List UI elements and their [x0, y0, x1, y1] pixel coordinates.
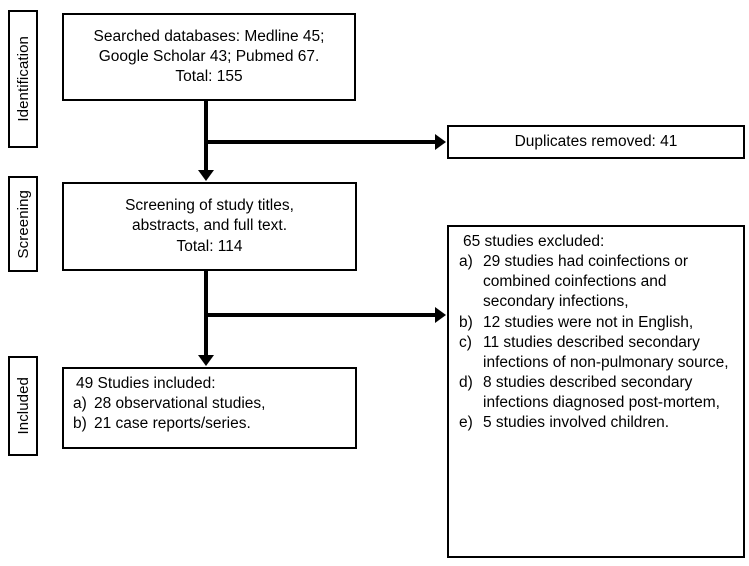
arrow-down-icon	[198, 355, 214, 366]
list-item-text: 28 observational studies,	[94, 395, 266, 413]
list-item: d) 8 studies described secondary infecti…	[449, 373, 743, 413]
stage-label-identification: Identification	[8, 10, 38, 148]
list-item: e) 5 studies involved children.	[449, 413, 743, 433]
node-searched-databases-line-3: Total: 155	[175, 68, 243, 86]
list-item-text: 8 studies described secondary infections…	[483, 373, 720, 412]
node-searched-databases-line-1: Searched databases: Medline 45;	[93, 27, 325, 45]
list-item: c) 11 studies described secondary infect…	[449, 333, 743, 373]
node-screening-line-2: abstracts, and full text.	[131, 217, 288, 235]
list-item-marker: e)	[459, 414, 473, 432]
connector-to-duplicates-removed	[204, 140, 436, 144]
node-studies-included-heading: 49 Studies included:	[76, 375, 216, 392]
node-duplicates-removed-text: Duplicates removed: 41	[514, 132, 678, 150]
list-item-marker: d)	[459, 373, 473, 391]
node-searched-databases: Searched databases: Medline 45; Google S…	[62, 13, 356, 101]
list-item: b) 12 studies were not in English,	[449, 313, 743, 333]
stage-label-identification-text: Identification	[14, 36, 32, 122]
arrow-down-icon	[198, 170, 214, 181]
stage-label-included-text: Included	[14, 377, 32, 435]
arrow-right-icon	[435, 307, 446, 323]
node-studies-included: 49 Studies included: a) 28 observational…	[62, 367, 357, 449]
node-studies-excluded: 65 studies excluded: a) 29 studies had c…	[447, 225, 745, 558]
list-item-marker: c)	[459, 333, 472, 351]
list-item-text: 5 studies involved children.	[483, 414, 670, 432]
connector-to-studies-excluded	[204, 313, 436, 317]
node-searched-databases-line-2: Google Scholar 43; Pubmed 67.	[98, 47, 320, 65]
stage-label-screening: Screening	[8, 176, 38, 272]
list-item: b) 21 case reports/series.	[64, 414, 355, 434]
list-item-text: 11 studies described secondary infection…	[483, 333, 729, 371]
list-item-marker: a)	[73, 395, 87, 413]
list-item-text: 29 studies had coinfections or combined …	[483, 253, 689, 311]
list-item: a) 29 studies had coinfections or combin…	[449, 252, 743, 312]
connector-identification-to-screening	[204, 101, 208, 171]
list-item-text: 21 case reports/series.	[94, 415, 251, 433]
stage-label-included: Included	[8, 356, 38, 456]
list-item-marker: b)	[459, 313, 473, 331]
list-item-text: 12 studies were not in English,	[483, 313, 694, 331]
node-studies-excluded-heading: 65 studies excluded:	[463, 233, 605, 250]
node-duplicates-removed: Duplicates removed: 41	[447, 125, 745, 159]
node-screening-line-3: Total: 114	[176, 237, 243, 255]
list-item-marker: a)	[459, 253, 473, 271]
node-screening: Screening of study titles, abstracts, an…	[62, 182, 357, 271]
list-item-marker: b)	[73, 415, 87, 433]
list-item: a) 28 observational studies,	[64, 394, 355, 414]
stage-label-screening-text: Screening	[14, 189, 32, 259]
arrow-right-icon	[435, 134, 446, 150]
node-screening-line-1: Screening of study titles,	[125, 197, 294, 215]
